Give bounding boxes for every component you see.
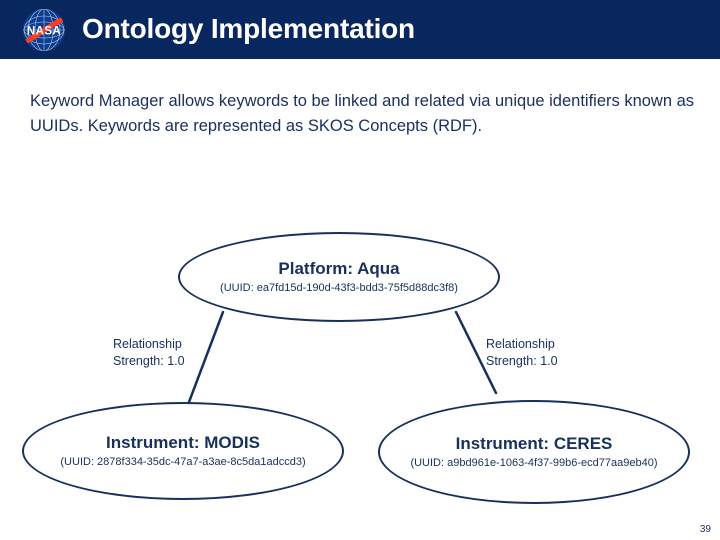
edge-label-platform-modis: Relationship Strength: 1.0 <box>113 336 185 370</box>
node-uuid: (UUID: a9bd961e-1063-4f37-99b6-ecd77aa9e… <box>410 457 658 469</box>
edge-label-platform-ceres: Relationship Strength: 1.0 <box>486 336 558 370</box>
connector-platform-ceres <box>454 310 498 395</box>
title-bar <box>0 0 720 59</box>
node-title: Instrument: MODIS <box>106 433 260 452</box>
edge-label-line2: Strength: 1.0 <box>486 354 558 368</box>
body-paragraph: Keyword Manager allows keywords to be li… <box>30 92 695 135</box>
edge-label-line2: Strength: 1.0 <box>113 354 185 368</box>
svg-text:NASA: NASA <box>27 26 61 38</box>
node-title: Platform: Aqua <box>278 259 400 278</box>
node-title: Instrument: CERES <box>455 434 613 453</box>
node-instrument-modis[interactable]: Instrument: MODIS (UUID: 2878f334-35dc-4… <box>22 402 344 500</box>
page-title: Ontology Implementation <box>82 13 415 44</box>
page-number: 39 <box>699 524 711 535</box>
edge-label-line1: Relationship <box>113 337 182 351</box>
node-uuid: (UUID: ea7fd15d-190d-43f3-bdd3-75f5d88dc… <box>220 282 458 294</box>
connector-platform-modis <box>187 310 225 404</box>
node-uuid: (UUID: 2878f334-35dc-47a7-a3ae-8c5da1adc… <box>60 456 306 468</box>
edge-label-line1: Relationship <box>486 337 555 351</box>
node-platform-aqua[interactable]: Platform: Aqua (UUID: ea7fd15d-190d-43f3… <box>178 232 500 322</box>
node-instrument-ceres[interactable]: Instrument: CERES (UUID: a9bd961e-1063-4… <box>378 400 690 504</box>
nasa-meatball-logo: NASA <box>18 6 70 54</box>
